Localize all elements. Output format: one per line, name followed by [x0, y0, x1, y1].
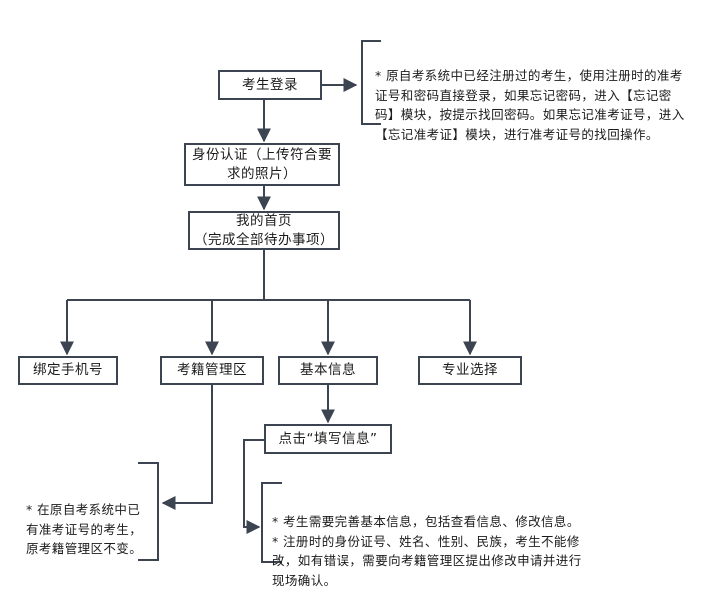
- node-archive-management-label: 考籍管理区: [177, 362, 247, 379]
- node-my-homepage[interactable]: 我的首页 （完成全部待办事项）: [188, 211, 340, 250]
- node-archive-management[interactable]: 考籍管理区: [160, 356, 264, 385]
- note-archive-unchanged: * 在原自考系统中已 有准考证号的考生， 原考籍管理区不变。: [26, 481, 156, 559]
- node-bind-phone[interactable]: 绑定手机号: [18, 356, 118, 385]
- node-my-homepage-label: 我的首页 （完成全部待办事项）: [194, 213, 334, 248]
- node-major-selection-label: 专业选择: [442, 362, 498, 379]
- edge-fillinfo-to-note: [243, 439, 264, 534]
- node-basic-info-label: 基本信息: [300, 362, 356, 379]
- node-basic-info[interactable]: 基本信息: [278, 356, 378, 385]
- note-login-instructions-text: * 原自考系统中已经注册过的考生，使用注册时的准考 证号和密码直接登录，如果忘记…: [375, 68, 685, 142]
- edge-archive-to-note: [161, 385, 213, 510]
- node-identity-authentication[interactable]: 身份认证（上传符合要 求的照片）: [184, 143, 340, 186]
- node-bind-phone-label: 绑定手机号: [33, 362, 103, 379]
- node-identity-authentication-label: 身份认证（上传符合要 求的照片）: [192, 147, 332, 182]
- note-basic-info-rules-text: * 考生需要完善基本信息，包括查看信息、修改信息。 * 注册时的身份证号、姓名、…: [272, 514, 582, 588]
- note-archive-unchanged-text: * 在原自考系统中已 有准考证号的考生， 原考籍管理区不变。: [26, 502, 143, 557]
- node-login[interactable]: 考生登录: [218, 70, 322, 100]
- node-major-selection[interactable]: 专业选择: [418, 356, 522, 385]
- node-fill-info[interactable]: 点击“填写信息”: [264, 424, 392, 454]
- node-login-label: 考生登录: [242, 76, 298, 93]
- note-basic-info-rules: * 考生需要完善基本信息，包括查看信息、修改信息。 * 注册时的身份证号、姓名、…: [272, 493, 602, 590]
- note-login-instructions: * 原自考系统中已经注册过的考生，使用注册时的准考 证号和密码直接登录，如果忘记…: [375, 47, 711, 144]
- node-fill-info-label: 点击“填写信息”: [278, 430, 378, 447]
